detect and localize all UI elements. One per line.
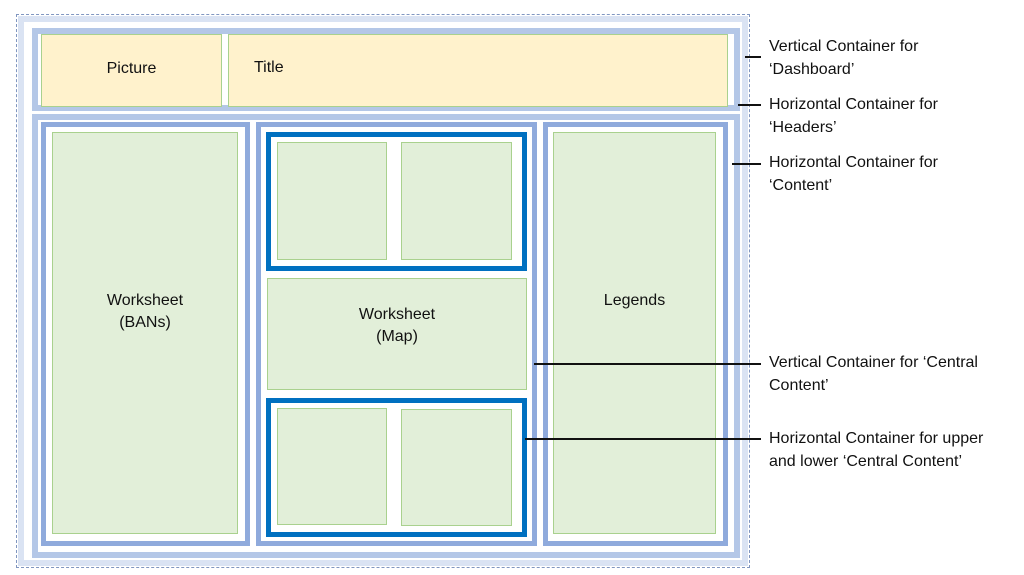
picture-worksheet: Picture <box>41 34 222 107</box>
legends-worksheet: Legends <box>553 132 716 534</box>
dashboard-frame <box>16 14 750 568</box>
upper-right-worksheet <box>401 142 512 260</box>
title-label: Title <box>254 59 284 76</box>
picture-label: Picture <box>106 60 157 77</box>
leader-line-central-rows <box>525 438 761 440</box>
annotation-dashboard: Vertical Container for ‘Dashboard’ <box>769 38 919 78</box>
headers-horizontal-container <box>32 28 740 111</box>
bans-label: Worksheet (BANs) <box>106 292 184 331</box>
upper-left-worksheet <box>277 142 387 260</box>
leader-line-content <box>732 163 761 165</box>
annotation-central-rows: Horizontal Container for upper and lower… <box>769 430 984 470</box>
leader-line-headers <box>738 104 761 106</box>
annotation-central-content: Vertical Container for ‘Central Content’ <box>769 354 978 394</box>
lower-central-horizontal-container <box>266 398 527 537</box>
annotation-headers: Horizontal Container for ‘Headers’ <box>769 96 938 136</box>
leader-line-central-content <box>534 363 761 365</box>
dashboard-vertical-container <box>18 16 748 566</box>
lower-left-worksheet <box>277 408 387 525</box>
content-horizontal-container <box>32 114 740 558</box>
title-worksheet: Title <box>228 34 728 107</box>
bans-worksheet: Worksheet (BANs) <box>52 132 238 534</box>
central-content-vertical-container <box>256 122 537 546</box>
upper-central-horizontal-container <box>266 132 527 271</box>
leader-line-dashboard <box>745 56 761 58</box>
legends-label: Legends <box>603 292 666 309</box>
legends-container <box>543 122 728 546</box>
bans-container <box>41 122 250 546</box>
lower-right-worksheet <box>401 409 512 526</box>
map-label: Worksheet (Map) <box>358 306 436 345</box>
map-worksheet: Worksheet (Map) <box>267 278 527 390</box>
annotation-content: Horizontal Container for ‘Content’ <box>769 154 938 194</box>
